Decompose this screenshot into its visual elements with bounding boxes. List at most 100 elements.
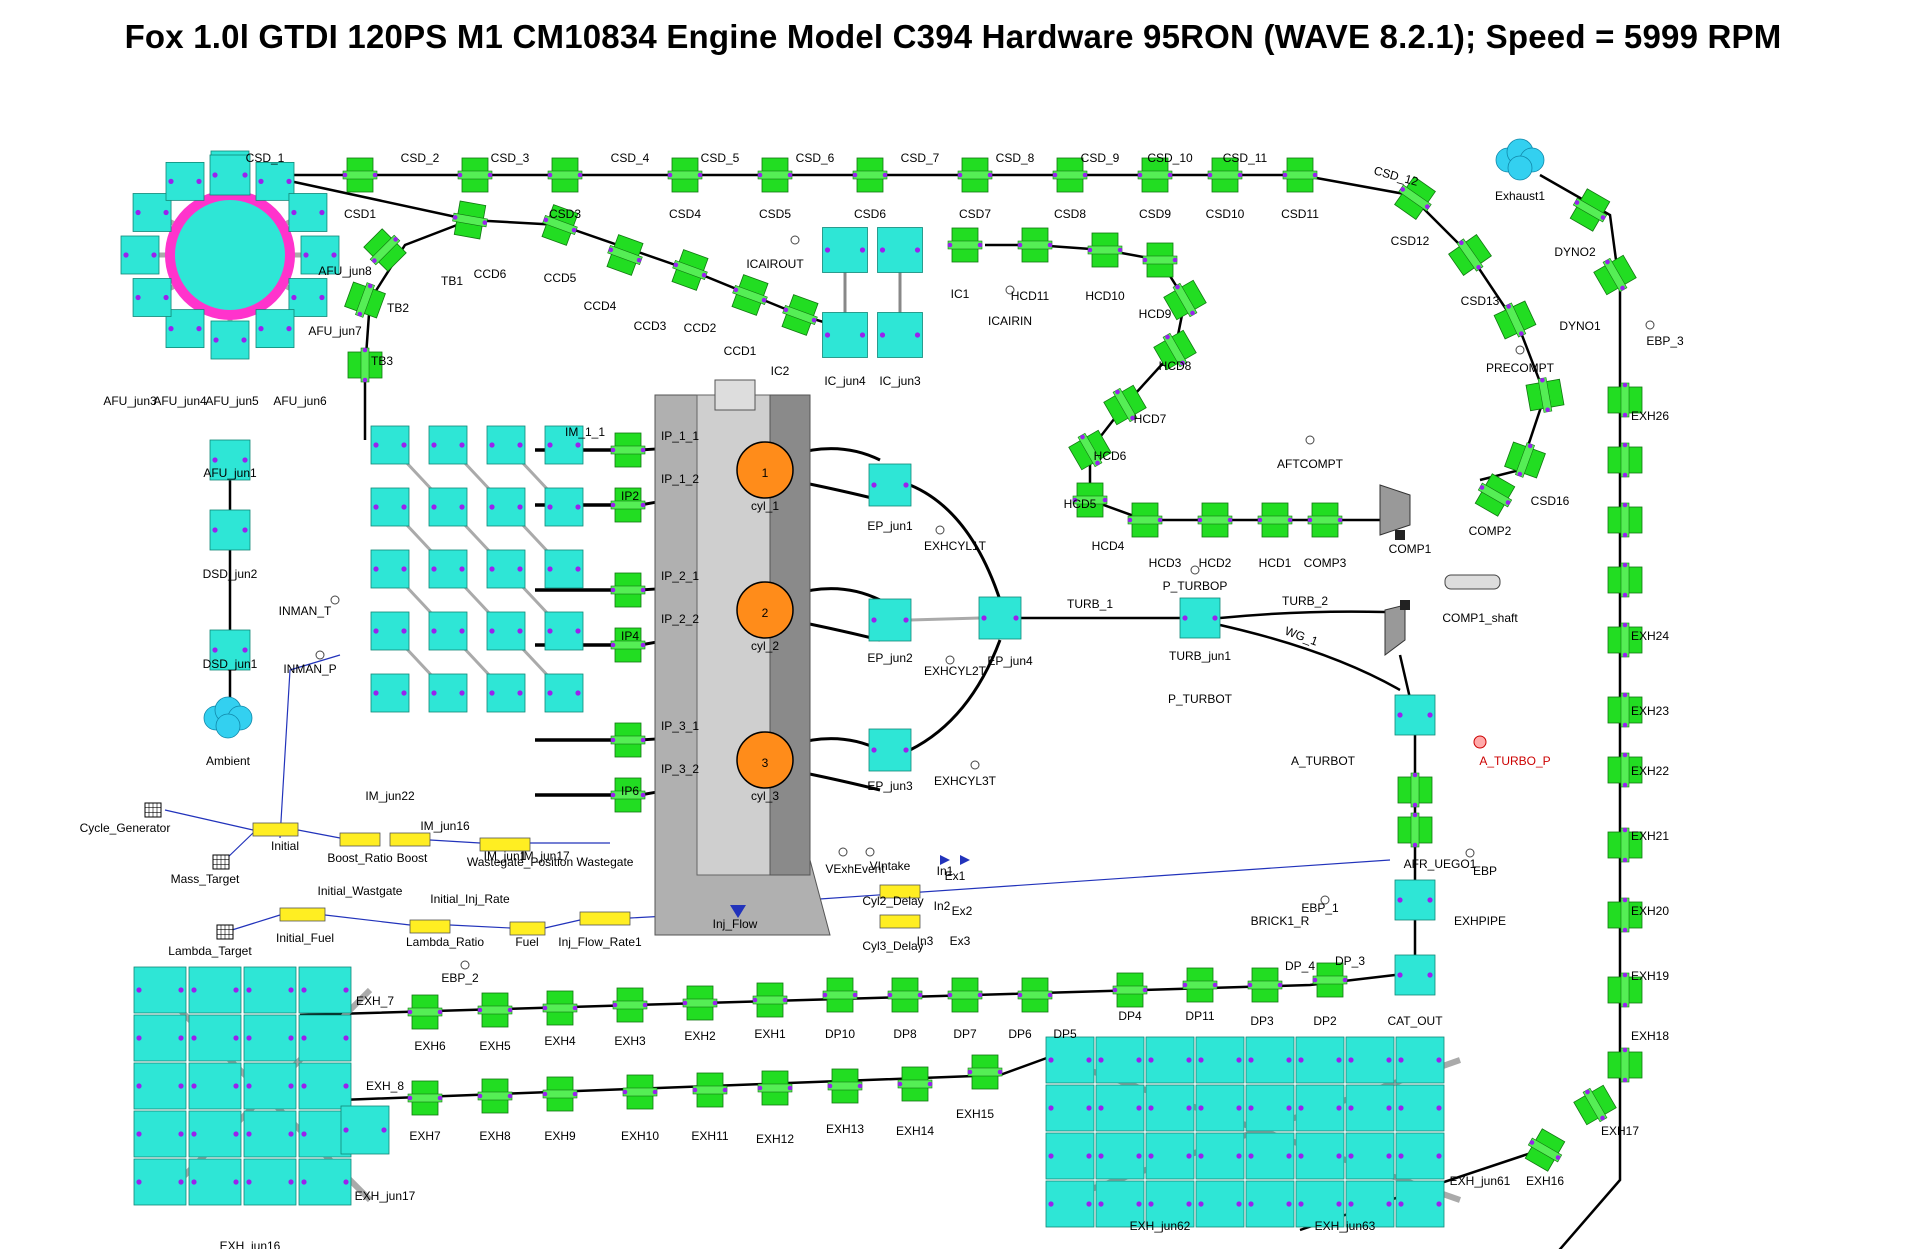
- port-dot: [1600, 1115, 1605, 1121]
- port-dot: [459, 442, 465, 448]
- port-dot: [1348, 1105, 1354, 1111]
- port-dot: [1398, 1057, 1404, 1063]
- duct-exhaust-vertical: [1607, 382, 1643, 418]
- exh-junction: [1245, 1180, 1295, 1228]
- port-dot: [1298, 1201, 1304, 1207]
- port-dot: [822, 992, 828, 998]
- port-dot: [191, 1131, 197, 1137]
- sensor-icon: [1005, 285, 1015, 295]
- port-dot: [547, 504, 553, 510]
- component-label: IC2: [771, 364, 790, 378]
- connection-curve: [1219, 610, 1386, 620]
- port-dot: [1622, 927, 1628, 933]
- port-dot: [977, 992, 983, 998]
- control-signal: [231, 914, 281, 931]
- port-dot: [1476, 264, 1481, 270]
- duct-hcd: [1103, 384, 1147, 426]
- duct-exhaust-bottom: [827, 1068, 863, 1104]
- port-dot: [957, 172, 963, 178]
- control-label: Inj_Flow_Rate1: [558, 935, 642, 949]
- duct-name-label: EXH5: [479, 1039, 511, 1053]
- port-dot: [1529, 1140, 1535, 1145]
- duct-name-label: HCD5: [1064, 497, 1097, 511]
- afu-label: AFU_jun3: [103, 394, 157, 408]
- port-dot: [191, 1179, 197, 1185]
- duct-exhaust-vertical: [1607, 972, 1643, 1008]
- port-dot: [136, 1035, 142, 1041]
- duct-csd: [547, 157, 583, 193]
- compressor-icon: [1379, 484, 1411, 536]
- duct-name-label: CCD3: [634, 319, 667, 333]
- port-connection-label: IP_1_2: [661, 472, 699, 486]
- port-dot: [1386, 1057, 1392, 1063]
- duct-band: [1207, 170, 1243, 180]
- duct-exhaust-vertical: [1607, 1047, 1643, 1083]
- duct-band: [1620, 897, 1630, 933]
- initial-block: [252, 822, 299, 837]
- port-dot: [757, 172, 763, 178]
- duct-hcd: [1163, 279, 1207, 321]
- port-dot: [757, 1085, 763, 1091]
- port-dot: [871, 747, 877, 753]
- valve-event-label: In1: [937, 864, 954, 878]
- port-dot: [1013, 615, 1019, 621]
- duct-exhaust-bottom: [752, 982, 788, 1018]
- duct-exhaust-bottom: [407, 994, 443, 1030]
- duct-band: [1017, 990, 1053, 1000]
- control-label: Initial_Wastgate: [318, 884, 403, 898]
- control-signal: [544, 919, 581, 929]
- duct-exhaust-bottom: [947, 977, 983, 1013]
- junction-label: DSD_jun2: [203, 567, 258, 581]
- port-dot: [362, 347, 368, 353]
- port-dot: [196, 178, 202, 184]
- duct-connection-label: DP_3: [1335, 954, 1365, 968]
- port-dot: [246, 1131, 252, 1137]
- junction-label: IM_jun17: [520, 849, 570, 863]
- control-label: Initial: [271, 839, 299, 853]
- duct-exhaust-bottom: [692, 1072, 728, 1108]
- duct-exhaust-bottom: [897, 1066, 933, 1102]
- port-dot: [357, 311, 363, 317]
- port-dot: [233, 1179, 239, 1185]
- port-dot: [1098, 1153, 1104, 1159]
- port-dot: [1148, 1105, 1154, 1111]
- duct-band: [1087, 245, 1123, 255]
- port-dot: [612, 1002, 618, 1008]
- port-dot: [914, 247, 921, 253]
- port-dot: [331, 252, 337, 258]
- port-dot: [178, 1083, 184, 1089]
- port-dot: [288, 987, 294, 993]
- duct-exhaust-bottom: [1247, 967, 1283, 1003]
- port-dot: [1172, 257, 1178, 263]
- port-dot: [1386, 1153, 1392, 1159]
- duct-band: [1142, 255, 1178, 265]
- port-dot: [288, 1035, 294, 1041]
- port-dot: [242, 172, 248, 178]
- sensor-label: BRICK1_R: [1251, 914, 1310, 928]
- exh-junction: [1095, 1132, 1145, 1180]
- exh-junction: [1095, 1180, 1145, 1228]
- exhaust-cloud: [1495, 138, 1545, 181]
- port-dot: [571, 227, 577, 233]
- port-dot: [977, 242, 983, 248]
- port-dot: [1398, 1201, 1404, 1207]
- duct-name-label: EXH19: [1631, 969, 1669, 983]
- port-dot: [457, 172, 463, 178]
- duct-band: [407, 1093, 443, 1103]
- control-signal: [279, 654, 341, 839]
- port-dot: [372, 258, 377, 263]
- port-dot: [947, 992, 953, 998]
- port-dot: [1086, 1201, 1092, 1207]
- port-dot: [487, 172, 493, 178]
- sensor-label: EXHCYL2T: [924, 664, 987, 678]
- port-dot: [1095, 460, 1100, 466]
- port-dot: [477, 1007, 483, 1013]
- duct-name-label: EXH9: [544, 1129, 576, 1143]
- port-dot: [1348, 1201, 1354, 1207]
- duct-connection-label: CSD_10: [1147, 151, 1193, 165]
- port-dot: [1098, 1057, 1104, 1063]
- sensor-icon: [790, 235, 800, 245]
- port-dot: [1412, 842, 1418, 848]
- duct-dyno: [1593, 254, 1637, 296]
- duct-exhaust-bottom: [887, 977, 923, 1013]
